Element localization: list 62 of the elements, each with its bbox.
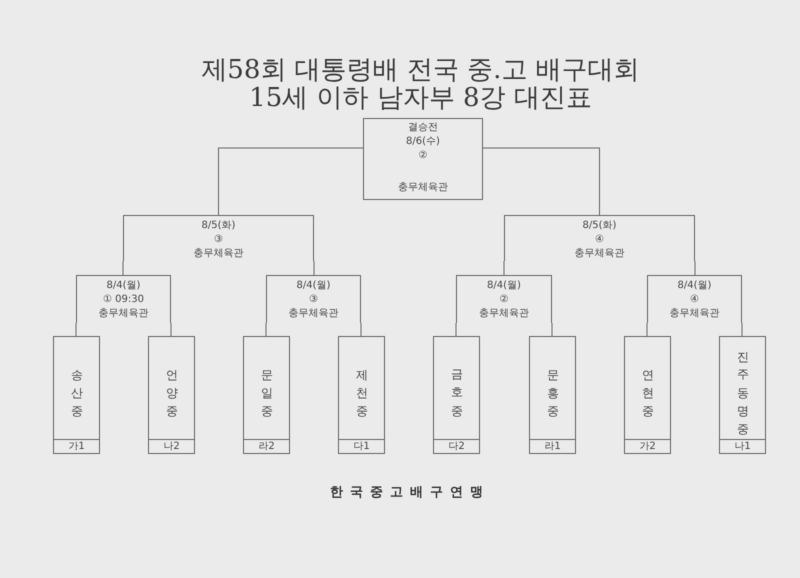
- match-date: 8/4(월): [296, 279, 330, 293]
- team-box: [53, 336, 100, 454]
- seed-cell: 가2: [625, 439, 670, 453]
- bracket-box: [647, 275, 742, 323]
- team-box: [148, 336, 195, 454]
- match-date: 8/4(월): [487, 279, 521, 293]
- match-number: ③: [214, 233, 223, 247]
- match-number: ④: [595, 233, 604, 247]
- team-box: [338, 336, 385, 454]
- match-date: 8/4(월): [678, 279, 712, 293]
- venue: 충무체육관: [479, 307, 529, 321]
- team-name: 문흥중: [545, 361, 561, 415]
- seed-cell: 가1: [54, 439, 99, 453]
- seed-cell: 다1: [339, 439, 384, 453]
- team-name: 제천중: [354, 361, 370, 415]
- seed-cell: 나1: [720, 439, 765, 453]
- bracket-line: [646, 322, 648, 336]
- venue: 충무체육관: [194, 247, 244, 261]
- venue: 충무체육관: [670, 307, 720, 321]
- match-number: ① 09:30: [103, 293, 144, 307]
- match-number: ②: [500, 293, 508, 307]
- team-box: [529, 336, 576, 454]
- team-name: 문일중: [259, 361, 275, 415]
- seed-cell: 나2: [149, 439, 194, 453]
- venue: 충무체육관: [574, 247, 624, 261]
- match-date: 8/6(수): [406, 135, 440, 149]
- venue: 충무체육관: [398, 181, 448, 195]
- round-title: 결승전: [408, 121, 438, 135]
- match-number: ④: [690, 293, 699, 307]
- seed-cell: 라2: [244, 439, 289, 453]
- bracket-line: [170, 322, 172, 336]
- team-name: 금호중: [449, 361, 465, 415]
- team-box: [719, 336, 766, 454]
- bracket-box: [76, 275, 171, 323]
- team-name: 언양중: [164, 361, 180, 415]
- bracket-box: [123, 215, 314, 261]
- match-number: ②: [418, 149, 428, 163]
- team-box: [433, 336, 480, 454]
- team-box: [624, 336, 671, 454]
- team-name: 진주동명중: [735, 343, 751, 433]
- organizer-name: 한국중고배구연맹: [329, 484, 491, 501]
- bracket-line: [694, 260, 696, 276]
- match-number: ③: [309, 293, 318, 307]
- match-date: 8/4(월): [106, 279, 140, 293]
- bracket-box: [504, 215, 695, 261]
- seed-cell: 다2: [434, 439, 479, 453]
- venue: 충무체육관: [288, 307, 338, 321]
- bracket-line: [218, 148, 364, 216]
- bracket-line: [360, 322, 362, 336]
- team-box: [243, 336, 290, 454]
- venue: 충무체육관: [98, 307, 148, 321]
- bracket-box: [456, 275, 552, 323]
- title: 제58회 대통령배 전국 중.고 배구대회 15세 이하 남자부 8강 대진표: [200, 56, 641, 112]
- match-date: 8/5(화): [582, 219, 616, 233]
- team-name: 송산중: [69, 361, 85, 415]
- bracket-box: [266, 275, 361, 323]
- final-match-box: [363, 118, 483, 200]
- bracket-line: [122, 260, 124, 276]
- bracket-line: [482, 148, 600, 216]
- match-date: 8/5(화): [202, 219, 236, 233]
- seed-cell: 라1: [530, 439, 575, 453]
- team-name: 연현중: [640, 361, 656, 415]
